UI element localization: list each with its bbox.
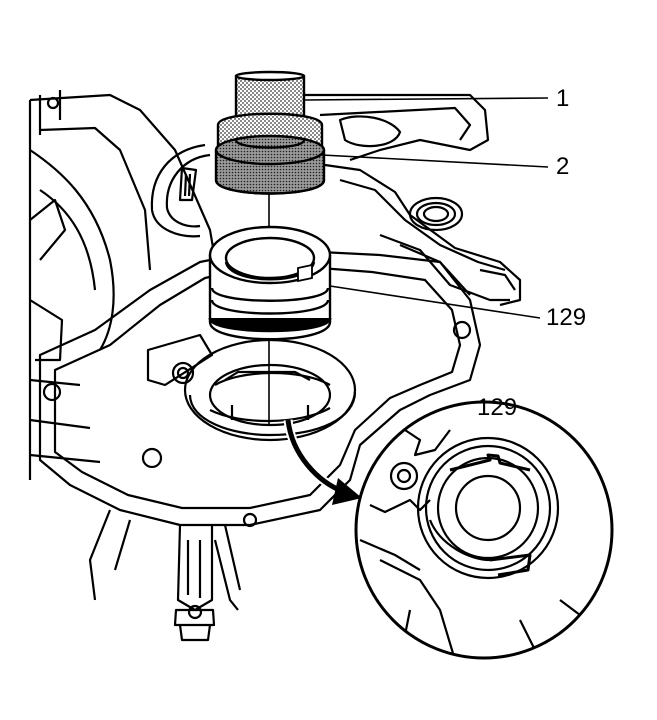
callout-129: 129 — [546, 304, 587, 331]
curved-arrow-icon — [283, 419, 362, 505]
seal-installer-tool — [214, 70, 326, 195]
callout-129-detail: 129 — [477, 394, 518, 421]
oil-seal — [208, 225, 332, 341]
detail-view — [354, 400, 614, 660]
callout-2: 2 — [556, 153, 570, 180]
callout-1: 1 — [556, 85, 570, 112]
